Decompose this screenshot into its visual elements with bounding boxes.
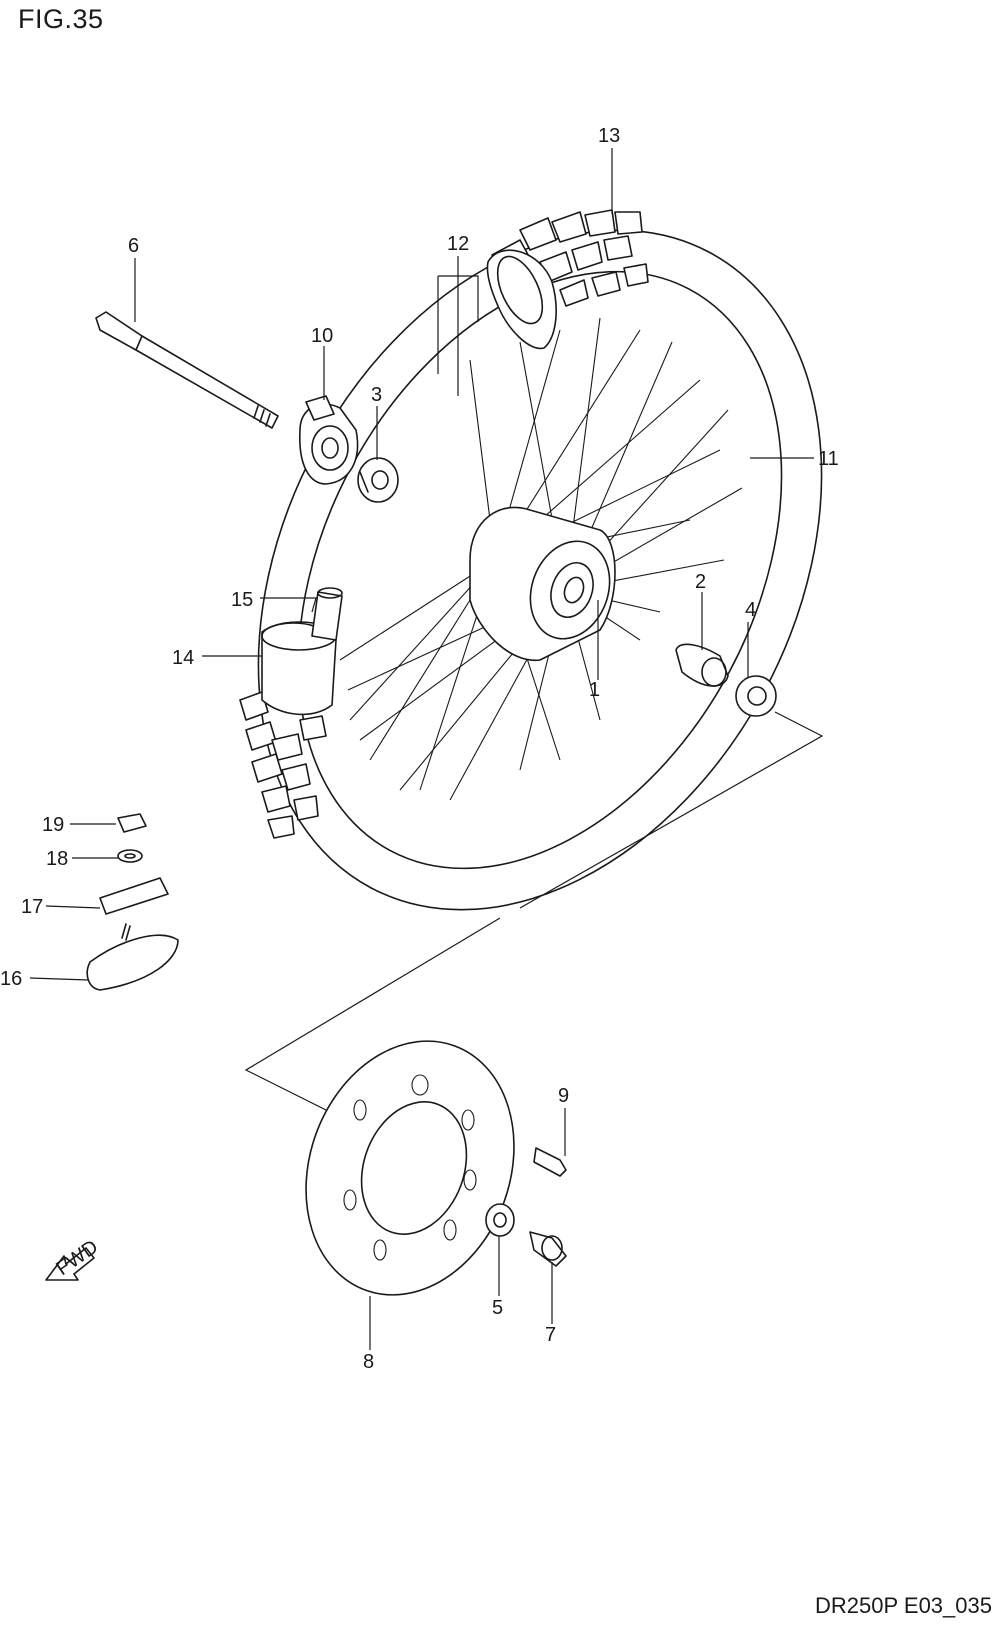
- callout-13: 13: [598, 125, 620, 147]
- bearing-left[interactable]: [357, 457, 399, 503]
- callout-14: 14: [172, 647, 194, 669]
- callout-15: 15: [231, 589, 253, 611]
- callout-19: 19: [42, 814, 64, 836]
- valve-cap[interactable]: [311, 587, 343, 641]
- callout-5: 5: [492, 1297, 503, 1319]
- tire[interactable]: [146, 132, 934, 1007]
- tube-section[interactable]: [261, 621, 337, 716]
- spacer[interactable]: [675, 643, 729, 687]
- callout-9: 9: [558, 1085, 569, 1107]
- callouts: 1 2 3 4 5 6 7 8 9 10 11 12 13 14 15 16 1…: [0, 125, 839, 1373]
- disc-spacer[interactable]: [529, 1231, 567, 1267]
- callout-11: 11: [818, 448, 839, 470]
- tire-tread-lower: [239, 691, 327, 839]
- rim-lock-plate[interactable]: [99, 877, 169, 915]
- brake-disc[interactable]: [272, 1012, 549, 1325]
- tire-tread-upper: [491, 209, 649, 307]
- front-axle[interactable]: [95, 311, 279, 429]
- callout-17: 17: [21, 896, 43, 918]
- bearing-right[interactable]: [735, 675, 777, 717]
- callout-16: 16: [0, 968, 22, 990]
- figure-title: FIG.35: [18, 4, 104, 34]
- disc-bolt[interactable]: [533, 1147, 567, 1177]
- callout-2: 2: [695, 571, 706, 593]
- explode-bracket: [244, 711, 824, 1113]
- callout-6: 6: [128, 235, 139, 257]
- tire-section-top[interactable]: [486, 249, 557, 350]
- leader-lines: [29, 148, 814, 1350]
- callout-10: 10: [311, 325, 333, 347]
- nut[interactable]: [117, 813, 147, 833]
- callout-18: 18: [46, 848, 68, 870]
- callout-12: 12: [447, 233, 469, 255]
- figure-code: DR250P E03_035: [815, 1593, 992, 1618]
- dust-seal[interactable]: [485, 1203, 515, 1237]
- fwd-arrow-icon: FWD: [45, 1236, 102, 1281]
- rim-lock[interactable]: [86, 923, 179, 991]
- callout-8: 8: [363, 1351, 374, 1373]
- wheel-hub[interactable]: [469, 506, 623, 661]
- callout-3: 3: [371, 384, 382, 406]
- callout-7: 7: [545, 1324, 556, 1346]
- callout-1: 1: [589, 679, 600, 701]
- callout-4: 4: [745, 599, 756, 621]
- speedometer-gearbox[interactable]: [299, 395, 359, 485]
- fwd-label: FWD: [52, 1236, 102, 1280]
- washer[interactable]: [117, 849, 143, 863]
